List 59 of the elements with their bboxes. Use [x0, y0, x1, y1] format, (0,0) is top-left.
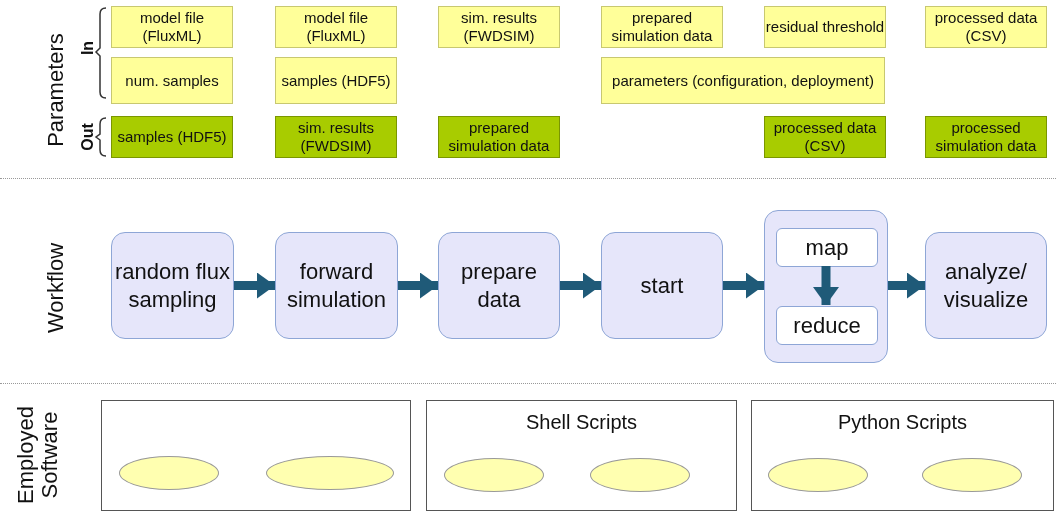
node-label: reduce: [793, 312, 861, 339]
output-parameter-box: [764, 116, 886, 158]
node-label: processed data (CSV): [772, 119, 878, 155]
node-label: processed simulation data: [934, 119, 1038, 155]
node-label: samples (HDF5): [281, 71, 391, 90]
input-parameter-box: [601, 57, 885, 104]
node-label: prepared simulation data: [610, 9, 714, 45]
input-parameter-box: [764, 6, 886, 48]
output-parameter-box: [438, 116, 560, 158]
process-group-box: [764, 210, 888, 363]
section-label: Parameters: [42, 33, 69, 147]
node-label: model file (FluxML): [302, 9, 370, 45]
arrow: [888, 272, 925, 299]
input-parameter-box: [925, 6, 1047, 48]
output-parameter-box: [925, 116, 1047, 158]
process-box: [601, 232, 723, 339]
input-parameter-box: [601, 6, 723, 48]
node-label: parameters (configuration, deployment): [612, 71, 874, 90]
node-label: processed data (CSV): [933, 9, 1039, 45]
node-label: num. samples: [125, 71, 219, 90]
process-box: [438, 232, 560, 339]
software-panel: [751, 400, 1054, 511]
input-parameter-box: [111, 57, 233, 104]
input-parameter-box: [111, 6, 233, 48]
node-label: model file (FluxML): [138, 9, 206, 45]
arrow: [723, 272, 764, 299]
node-label: sim. results (FWDSIM): [297, 119, 375, 155]
node-label: forward simulation: [285, 257, 387, 314]
node-label: residual threshold: [765, 18, 885, 36]
process-box: [925, 232, 1047, 339]
software-panel: [426, 400, 737, 511]
process-box: [776, 306, 878, 345]
process-box: [111, 232, 234, 339]
arrow: [560, 272, 601, 299]
panel-heading: Shell Scripts: [525, 411, 638, 434]
section-label: Employed Software: [14, 405, 62, 506]
process-box: [776, 228, 878, 267]
arrow: [813, 266, 839, 305]
node-label: analyze/ visualize: [942, 257, 1030, 314]
input-parameter-box: [275, 6, 397, 48]
output-parameter-box: [275, 116, 397, 158]
node-label: sim. results (FWDSIM): [460, 9, 538, 45]
output-parameter-box: [111, 116, 233, 158]
node-label: map: [805, 234, 849, 261]
side-label: In: [79, 40, 98, 56]
process-box: [275, 232, 398, 339]
side-label: Out: [78, 123, 97, 151]
section-label: Workflow: [43, 242, 70, 334]
node-label: samples (HDF5): [117, 128, 227, 146]
input-parameter-box: [275, 57, 397, 104]
node-label: random flux sampling: [114, 257, 231, 314]
node-label: start: [640, 271, 684, 300]
arrow: [234, 272, 275, 299]
panel-heading: Python Scripts: [838, 411, 967, 434]
input-parameter-box: [438, 6, 560, 48]
node-label: prepared simulation data: [447, 119, 551, 155]
software-panel: [101, 400, 411, 511]
arrow: [398, 272, 438, 299]
node-label: prepare data: [460, 257, 538, 314]
